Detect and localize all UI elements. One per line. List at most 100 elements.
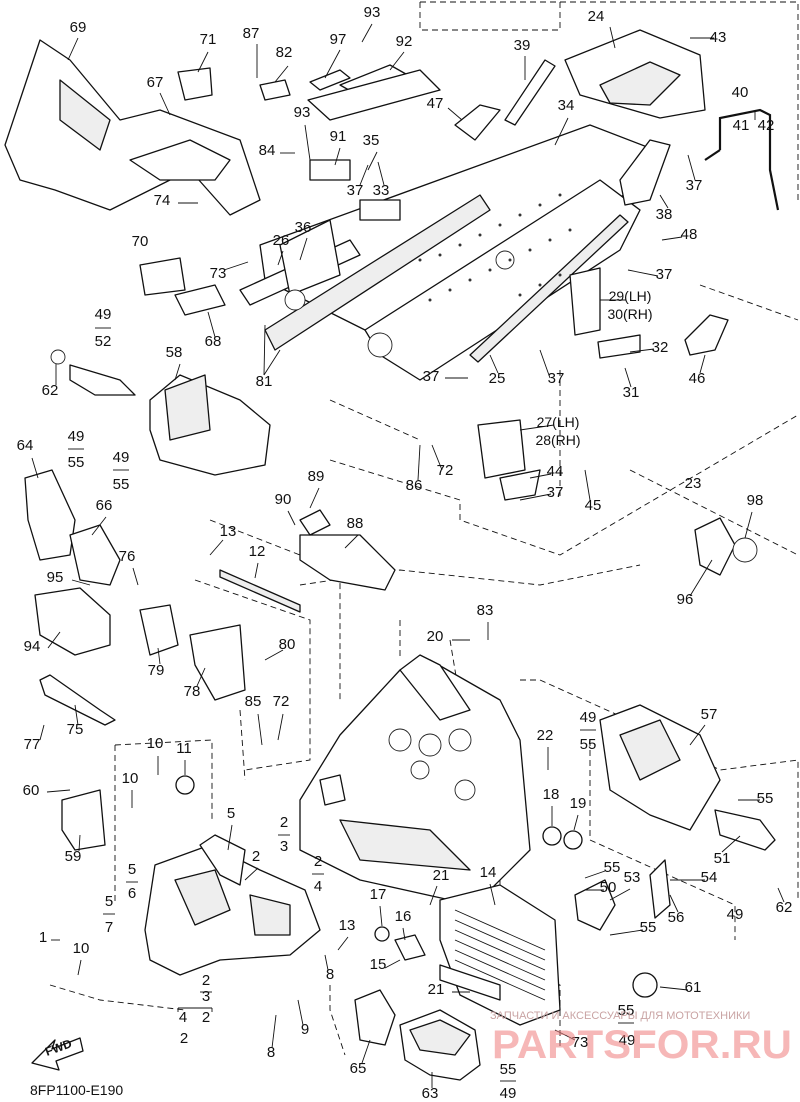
callout-label: 67: [147, 74, 164, 91]
callout-label: 77: [24, 736, 41, 753]
callout-label: 12: [249, 543, 266, 560]
callout-label: 11: [176, 740, 192, 757]
callout-label: 37: [423, 368, 440, 385]
callout-label: 43: [710, 29, 727, 46]
callout-label: 89: [308, 468, 325, 485]
callout-label: 55: [113, 476, 130, 493]
callout-label: 49: [95, 306, 112, 323]
callout-label: 79: [148, 662, 165, 679]
callout-label: 84: [259, 142, 276, 159]
callout-label: 59: [65, 848, 82, 865]
fwd-arrow-icon: FWD: [31, 1036, 84, 1071]
callout-label: 10: [147, 735, 164, 752]
callout-label: 38: [656, 206, 673, 223]
watermark-brand: PARTSFOR.RU: [492, 1023, 792, 1067]
callout-label: 81: [256, 373, 273, 390]
callout-label: 16: [395, 908, 412, 925]
callout-label: 25: [489, 370, 506, 387]
callout-label: 50: [600, 879, 617, 896]
callout-label: 49: [68, 428, 85, 445]
callout-label: 22: [537, 727, 554, 744]
callout-label: 21: [428, 981, 445, 998]
front-suspension-frame: [61, 775, 321, 976]
callout-label: 72: [437, 462, 454, 479]
diagram-code: 8FP1100-E190: [30, 1082, 123, 1098]
callout-label: 62: [776, 899, 793, 916]
callout-label: 56: [668, 909, 685, 926]
callout-label: 49: [727, 906, 744, 923]
callout-label: 98: [747, 492, 764, 509]
callout-label: 1: [39, 929, 47, 946]
callout-label: 55: [580, 736, 597, 753]
callout-label: 83: [477, 602, 494, 619]
callout-label: 13: [220, 523, 237, 540]
callout-label: 20: [427, 628, 444, 645]
callout-label: 15: [370, 956, 387, 973]
callout-label: 46: [689, 370, 706, 387]
callout-label: 34: [558, 97, 575, 114]
callout-label: 82: [276, 44, 293, 61]
callout-label: 35: [363, 132, 380, 149]
callout-label: 55: [604, 859, 621, 876]
callout-label: 80: [279, 636, 296, 653]
callout-label: 4: [314, 878, 322, 895]
left-side-panels: [24, 469, 121, 726]
main-lower-chassis: [299, 654, 776, 1026]
callout-label: 37: [547, 484, 564, 501]
callout-label: 86: [406, 477, 423, 494]
callout-label: 45: [585, 497, 602, 514]
callout-label: 5: [105, 893, 113, 910]
callout-label: 71: [200, 31, 217, 48]
callout-label: 5: [128, 861, 136, 878]
callout-label: 55: [640, 919, 657, 936]
callout-label: 68: [205, 333, 222, 350]
watermark-tagline: ЗАПЧАСТИ И АКСЕССУАРЫ ДЛЯ МОТОТЕХНИКИ: [490, 1010, 750, 1022]
callout-label: 74: [154, 192, 171, 209]
callout-label: 3: [202, 988, 210, 1005]
callout-label: 54: [701, 869, 718, 886]
callout-label: 93: [364, 4, 381, 21]
callout-label: 24: [588, 8, 605, 25]
callout-label: 2: [202, 972, 210, 989]
mid-brackets: [139, 419, 758, 701]
callout-label: 75: [67, 721, 84, 738]
callout-label: 53: [624, 869, 641, 886]
callout-label: 69: [70, 19, 87, 36]
callout-label: 58: [166, 344, 183, 361]
callout-label: 55: [618, 1002, 635, 1019]
callout-label: 8: [267, 1044, 275, 1061]
callout-label: 95: [47, 569, 64, 586]
callout-label: 97: [330, 31, 347, 48]
callout-label: 55: [68, 454, 85, 471]
callout-label: 37: [548, 370, 565, 387]
front-bumper: [50, 349, 271, 476]
main-tunnel-frame: [239, 29, 780, 381]
callout-label: 7: [105, 919, 113, 936]
callout-label: 88: [347, 515, 364, 532]
callout-label: 55: [500, 1061, 517, 1078]
callout-label: 94: [24, 638, 41, 655]
callout-label: 73: [572, 1034, 589, 1051]
callout-label: 30(RH): [607, 306, 652, 322]
callout-label: 49: [500, 1085, 517, 1102]
callout-label: 63: [422, 1085, 439, 1102]
callout-label: 51: [714, 850, 731, 867]
front-side-cowl: [4, 39, 291, 316]
callout-label: 10: [122, 770, 139, 787]
callout-label: 62: [42, 382, 59, 399]
callout-label: 76: [119, 548, 136, 565]
callout-label: 49: [619, 1032, 636, 1049]
callout-label: 2: [280, 814, 288, 831]
callout-label: 2: [180, 1030, 188, 1047]
callout-label: 73: [210, 265, 227, 282]
callout-label: 19: [570, 795, 587, 812]
callout-label: 85: [245, 693, 262, 710]
callout-label: 4: [179, 1009, 187, 1026]
callout-label: 3: [280, 838, 288, 855]
callout-label: 93: [294, 104, 311, 121]
callout-label: 14: [480, 864, 497, 881]
callout-label: 5: [227, 805, 235, 822]
bottom-parts: [354, 926, 658, 1081]
